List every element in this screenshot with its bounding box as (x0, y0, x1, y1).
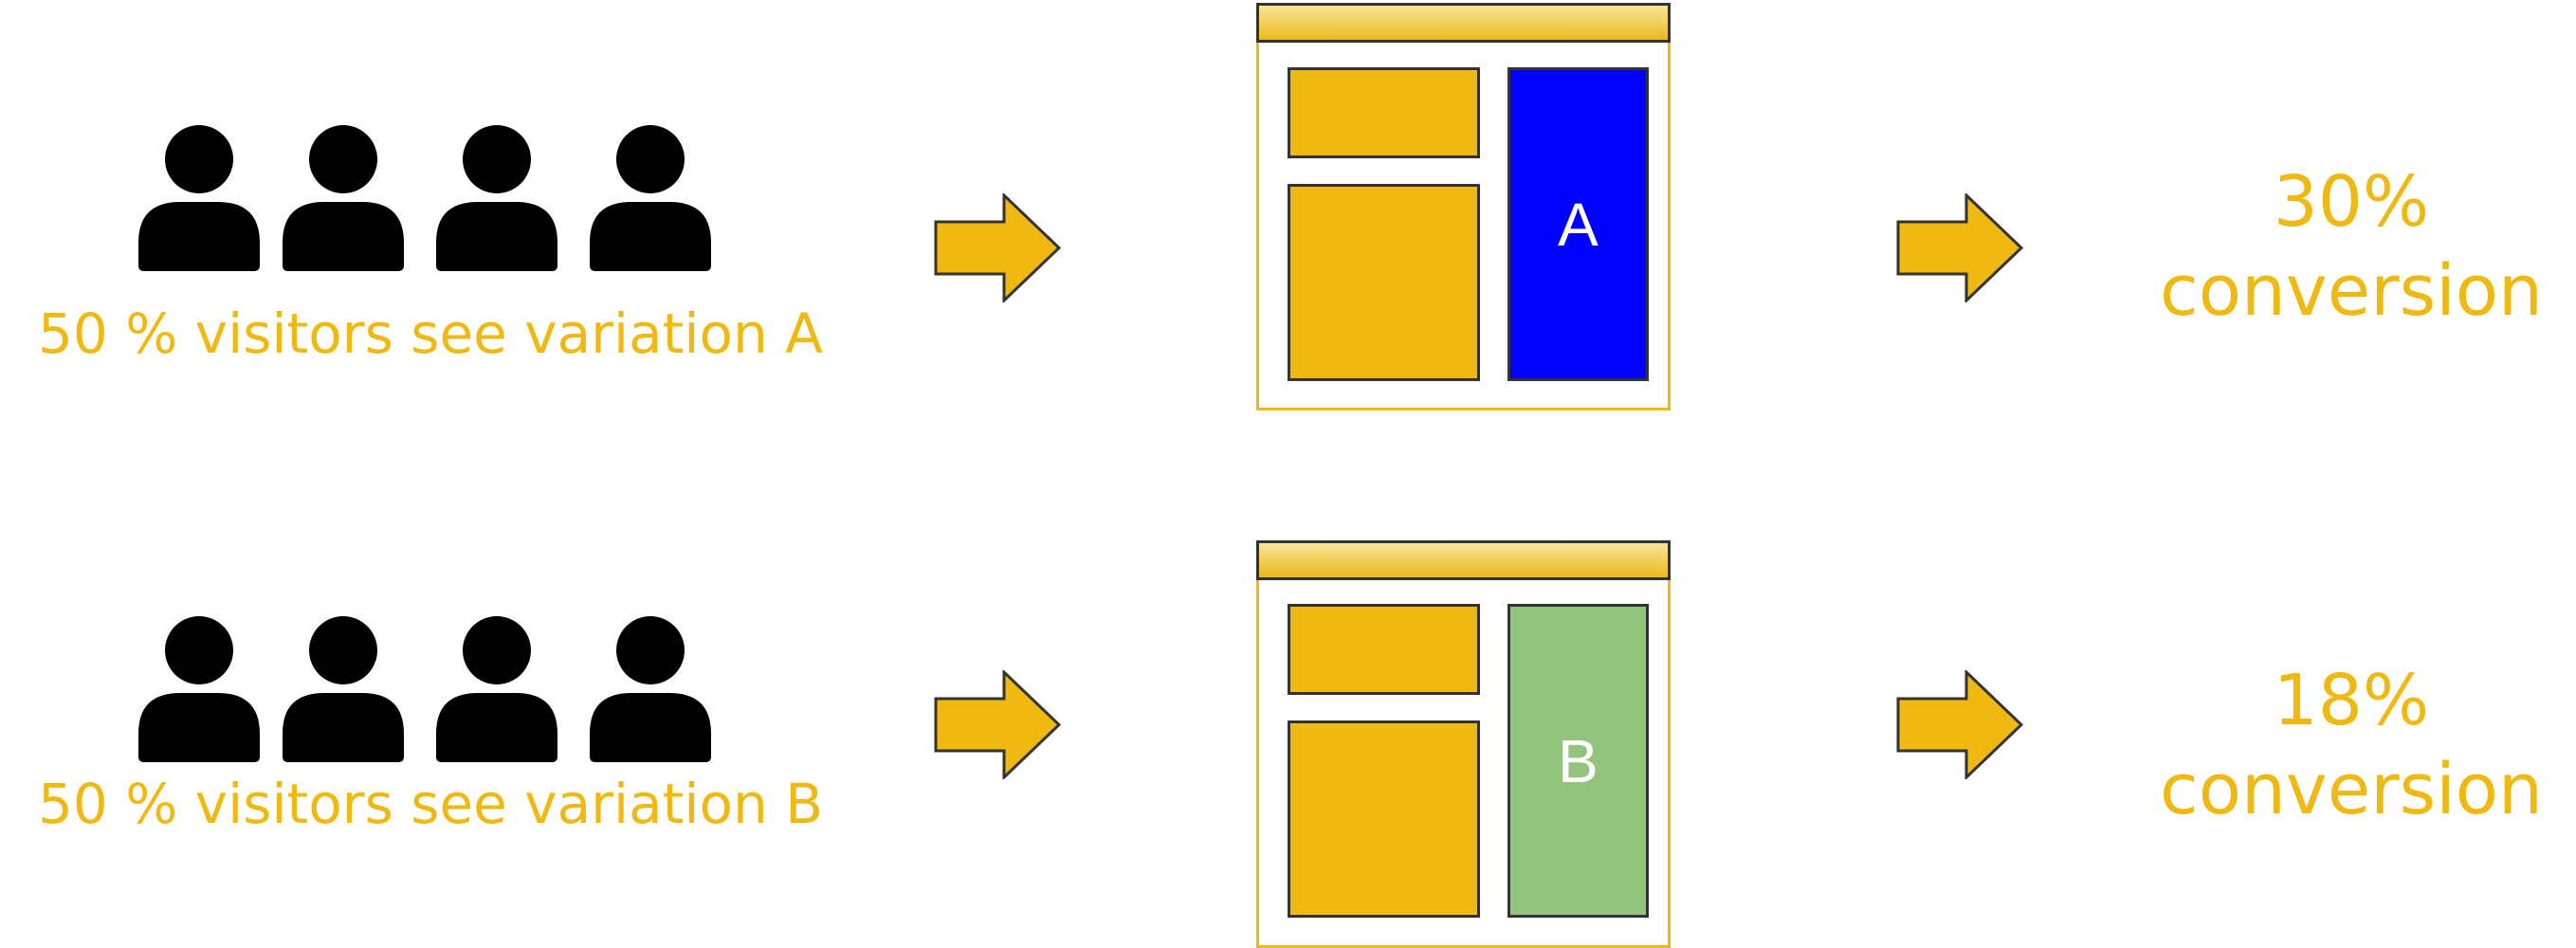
variation-a-row: 50 % visitors see variation A A 30% conv… (38, 3, 2550, 410)
variation-label: A (1558, 190, 1599, 259)
page-header-bar (1256, 3, 1671, 43)
person-icon (133, 612, 265, 778)
conversion-percent: 30% (2273, 161, 2430, 243)
variation-b-row: 50 % visitors see variation B B 18% conv… (0, 473, 2576, 948)
visitor-group-a (114, 121, 740, 287)
conversion-label: conversion (2160, 250, 2543, 332)
group-caption: 50 % visitors see variation B (38, 772, 824, 836)
variation-block: A (1507, 67, 1649, 381)
person-icon (430, 612, 563, 778)
variation-label: B (1558, 726, 1599, 795)
arrow-right-icon (1896, 193, 2023, 302)
page-header-bar (1256, 540, 1671, 580)
person-icon (133, 121, 265, 287)
person-icon (277, 612, 410, 778)
content-block (1288, 184, 1480, 381)
arrow-right-icon (934, 670, 1061, 779)
content-block (1288, 720, 1480, 918)
person-icon (277, 121, 410, 287)
arrow-right-icon (1896, 670, 2023, 779)
conversion-result: 18% conversion (2152, 656, 2550, 834)
group-caption: 50 % visitors see variation A (38, 301, 823, 366)
webpage-mockup: A (1256, 3, 1671, 410)
conversion-label: conversion (2160, 749, 2543, 830)
person-icon (584, 612, 717, 778)
content-block (1288, 604, 1480, 695)
person-icon (584, 121, 717, 287)
conversion-result: 30% conversion (2152, 157, 2550, 336)
content-block (1288, 67, 1480, 158)
variation-block: B (1507, 604, 1649, 918)
person-icon (430, 121, 563, 287)
webpage-mockup: B (1256, 540, 1671, 948)
visitor-group-b (114, 612, 740, 778)
arrow-right-icon (934, 193, 1061, 302)
conversion-percent: 18% (2273, 660, 2430, 741)
